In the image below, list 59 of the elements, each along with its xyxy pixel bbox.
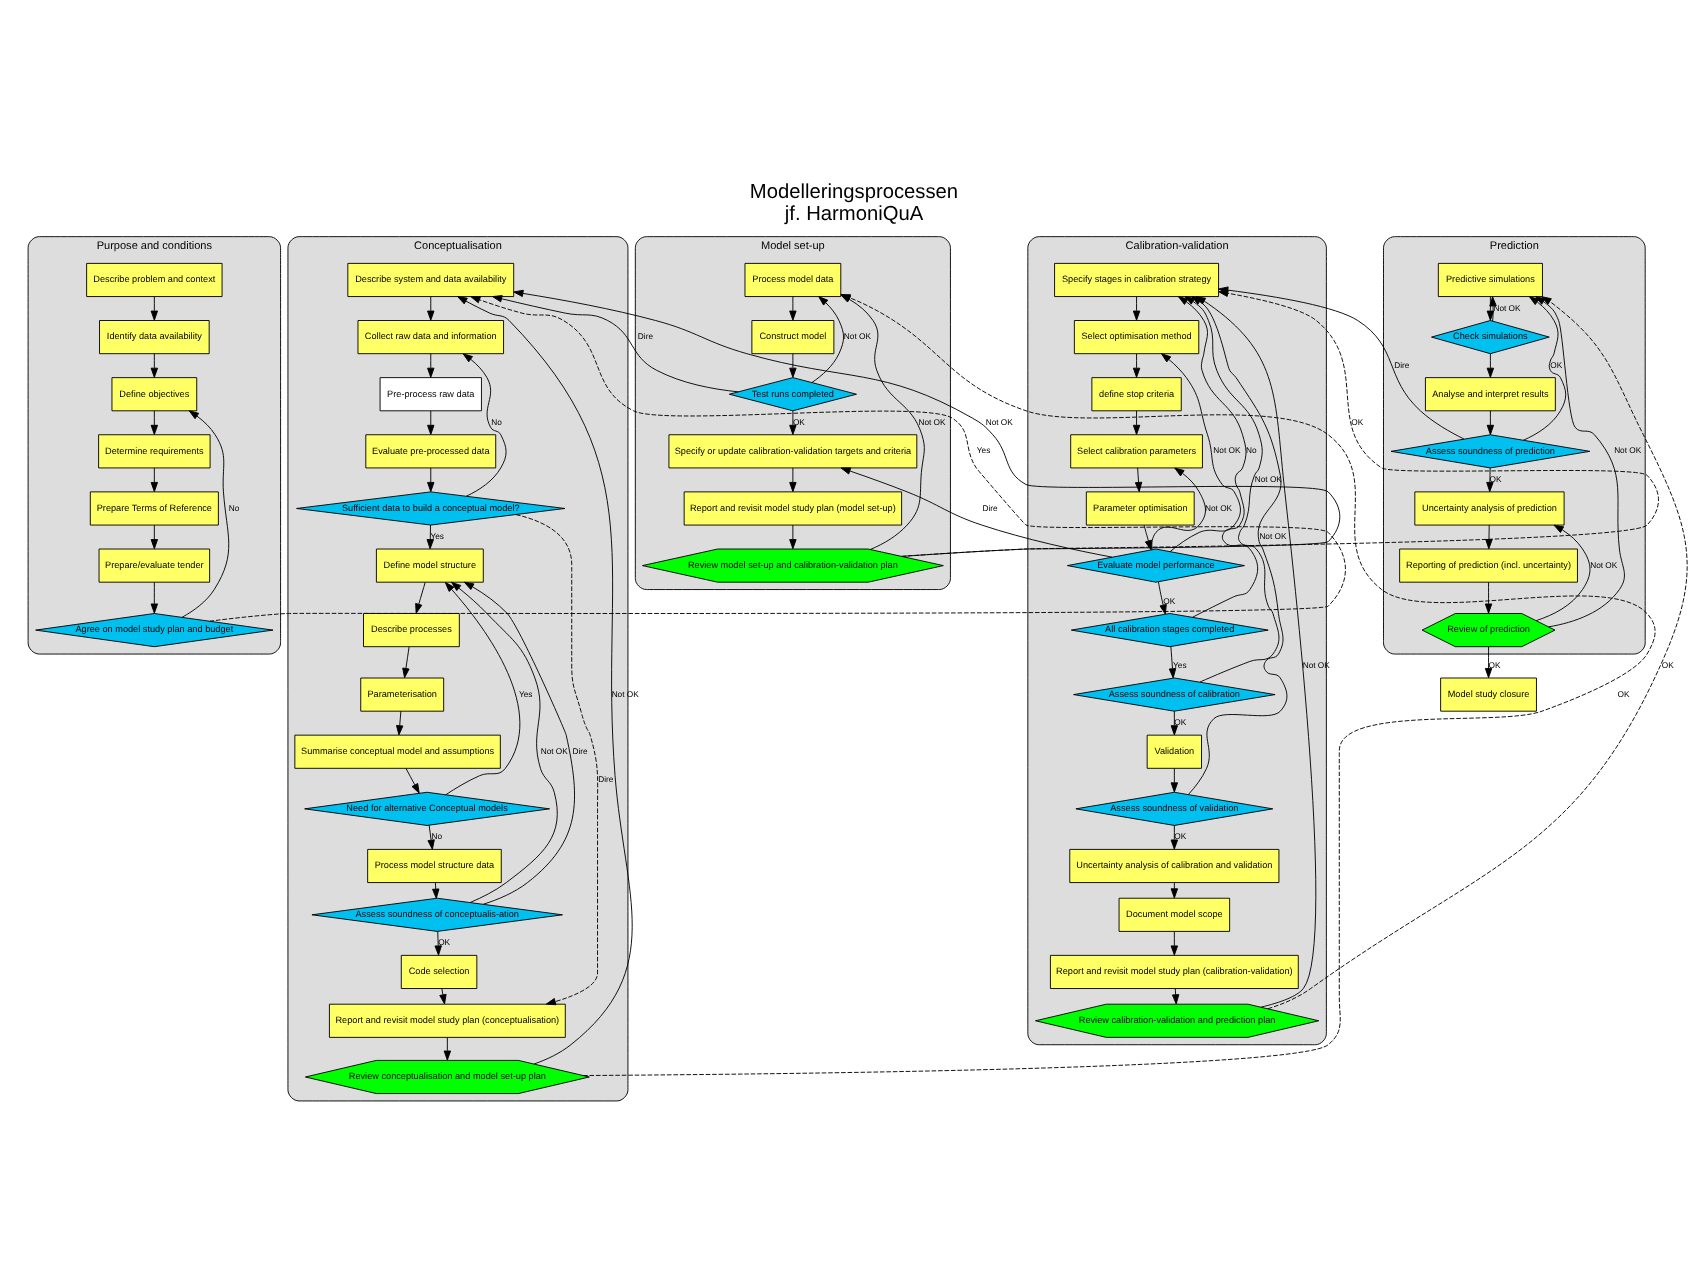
arrow xyxy=(427,353,435,378)
arrow xyxy=(1535,296,1625,628)
arrow xyxy=(415,581,426,614)
arrow xyxy=(150,467,159,493)
arrow xyxy=(840,467,1113,558)
arrow xyxy=(434,930,442,956)
arrow xyxy=(150,524,159,550)
arrow xyxy=(1486,353,1495,378)
arrow xyxy=(492,295,739,393)
arrow xyxy=(1143,524,1152,551)
arrow xyxy=(789,410,797,435)
arrow xyxy=(811,296,844,383)
arrow xyxy=(1170,882,1179,899)
arrow xyxy=(451,581,558,903)
diagram-title: Modelleringsprocessen xyxy=(749,181,959,204)
arrow xyxy=(789,524,797,550)
arrow xyxy=(1486,410,1495,435)
arrow xyxy=(1535,524,1591,622)
arrow xyxy=(427,296,435,321)
arrow xyxy=(457,296,633,1065)
arrow xyxy=(402,646,410,679)
arrow xyxy=(1132,296,1141,321)
arrow xyxy=(789,353,797,378)
arrow xyxy=(181,410,230,618)
arrow xyxy=(789,296,797,321)
arrow xyxy=(1486,467,1494,493)
arrow xyxy=(1151,467,1206,550)
arrow xyxy=(1522,296,1567,441)
arrow xyxy=(405,767,420,794)
arrow xyxy=(427,824,435,850)
arrow xyxy=(1158,581,1167,615)
arrow xyxy=(515,514,599,1006)
arrow xyxy=(1168,646,1177,679)
arrow xyxy=(150,581,159,614)
arrow xyxy=(1170,930,1179,956)
arrow xyxy=(444,581,521,796)
arrow xyxy=(150,410,159,435)
arrow xyxy=(396,710,404,736)
arrow xyxy=(150,296,159,321)
arrow xyxy=(427,467,435,493)
arrow xyxy=(1485,524,1493,550)
arrow xyxy=(1132,353,1141,378)
arrow xyxy=(463,581,575,905)
arrow xyxy=(439,988,447,1005)
arrow xyxy=(427,410,435,435)
arrow xyxy=(1484,581,1493,614)
arrow xyxy=(1171,988,1180,1005)
caption: jf. HarmoniQuA xyxy=(784,203,924,226)
arrow xyxy=(789,467,797,493)
arrow xyxy=(462,353,507,497)
arrow xyxy=(1161,353,1241,553)
arrow xyxy=(1484,646,1493,679)
arrow xyxy=(1170,767,1179,793)
arrow xyxy=(1195,296,1317,1008)
arrow xyxy=(150,353,159,378)
arrow xyxy=(426,524,434,550)
arrow xyxy=(1134,467,1143,493)
arrow xyxy=(1132,410,1141,435)
arrow xyxy=(443,1036,452,1061)
